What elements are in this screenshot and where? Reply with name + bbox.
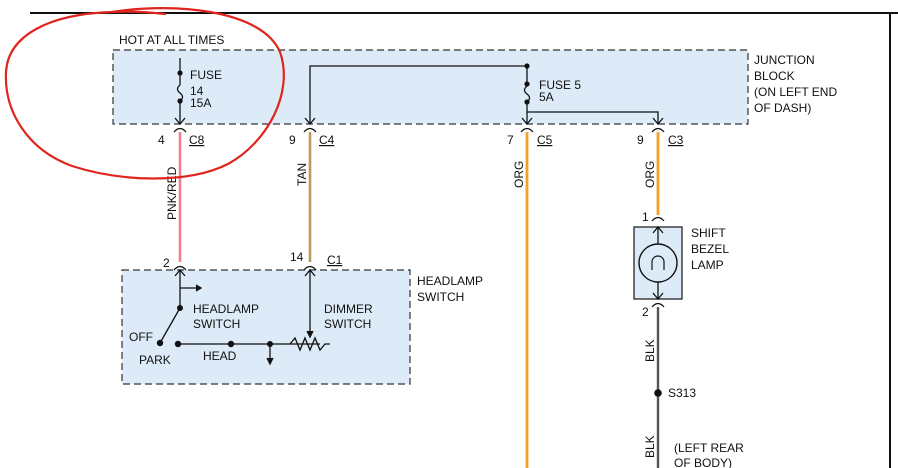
wire-label-pnk-red: PNK/RED	[165, 166, 179, 220]
svg-text:C4: C4	[319, 133, 335, 147]
fuse-14: FUSE 14 15A	[176, 58, 222, 124]
svg-text:JUNCTION: JUNCTION	[754, 53, 815, 67]
wire-label-org-main: ORG	[512, 161, 526, 188]
svg-text:DIMMER: DIMMER	[324, 302, 373, 316]
splice-s313-dot	[654, 389, 662, 397]
svg-text:15A: 15A	[190, 96, 211, 110]
svg-text:4: 4	[158, 133, 165, 147]
svg-text:(ON LEFT END: (ON LEFT END	[754, 85, 837, 99]
svg-text:FUSE: FUSE	[190, 68, 222, 82]
wire-label-org-bezel: ORG	[643, 161, 657, 188]
svg-text:2: 2	[163, 256, 170, 270]
svg-text:BEZEL: BEZEL	[691, 242, 729, 256]
svg-text:SWITCH: SWITCH	[193, 317, 240, 331]
position-head: HEAD	[203, 349, 237, 363]
terminal-c4: 9 C4	[289, 133, 335, 147]
terminal-c8: 4 C8	[158, 133, 205, 147]
headlamp-switch-title: HEADLAMP SWITCH	[417, 274, 483, 304]
wire-label-blk-lower: BLK	[643, 435, 657, 458]
svg-text:C5: C5	[537, 133, 553, 147]
headlamp-switch-connector: 2 14 C1	[163, 250, 343, 277]
wire-label-tan: TAN	[295, 163, 309, 186]
terminal-c3: 9 C3	[637, 133, 684, 147]
svg-text:OF BODY): OF BODY)	[674, 456, 732, 468]
svg-text:SWITCH: SWITCH	[324, 317, 371, 331]
headlamp-switch-box	[121, 269, 411, 385]
svg-text:FUSE 5: FUSE 5	[539, 78, 581, 92]
svg-text:HEADLAMP: HEADLAMP	[417, 274, 483, 288]
wire-label-blk-upper: BLK	[643, 339, 657, 362]
svg-text:OF DASH): OF DASH)	[754, 101, 811, 115]
svg-text:C8: C8	[189, 133, 205, 147]
headlamp-switch-contacts	[159, 270, 330, 366]
svg-text:7: 7	[507, 133, 514, 147]
headlamp-switch-dots	[156, 305, 273, 348]
junction-block-label: JUNCTION BLOCK (ON LEFT END OF DASH)	[754, 53, 837, 115]
terminal-c5: 7 C5	[507, 133, 553, 147]
svg-text:LAMP: LAMP	[691, 258, 724, 272]
svg-text:9: 9	[637, 133, 644, 147]
position-park: PARK	[139, 353, 171, 367]
svg-text:14: 14	[190, 84, 204, 98]
splice-location-label: (LEFT REAR OF BODY)	[674, 441, 744, 468]
svg-text:1: 1	[642, 210, 649, 224]
junction-block-box	[112, 49, 749, 125]
svg-text:C3: C3	[668, 133, 684, 147]
headlamp-switch-label: HEADLAMP SWITCH	[193, 302, 259, 331]
svg-text:5A: 5A	[539, 90, 554, 104]
svg-text:HEADLAMP: HEADLAMP	[193, 302, 259, 316]
svg-text:14: 14	[290, 250, 304, 264]
fuse-5: FUSE 5 5A	[309, 63, 659, 124]
shift-bezel-lamp: SHIFT BEZEL LAMP 1 2	[633, 210, 729, 319]
svg-text:BLOCK: BLOCK	[754, 69, 795, 83]
svg-text:(LEFT REAR: (LEFT REAR	[674, 441, 744, 455]
svg-text:2: 2	[642, 305, 649, 319]
svg-text:9: 9	[289, 133, 296, 147]
annotation-circle	[4, 7, 285, 180]
svg-text:C1: C1	[327, 253, 343, 267]
svg-text:SWITCH: SWITCH	[417, 290, 464, 304]
splice-s313-label: S313	[668, 386, 696, 400]
position-off: OFF	[129, 330, 153, 344]
svg-text:SHIFT: SHIFT	[691, 226, 726, 240]
junction-terminal-arrows	[173, 117, 665, 133]
dimmer-switch-label: DIMMER SWITCH	[324, 302, 373, 331]
hot-at-all-times-label: HOT AT ALL TIMES	[119, 33, 224, 47]
